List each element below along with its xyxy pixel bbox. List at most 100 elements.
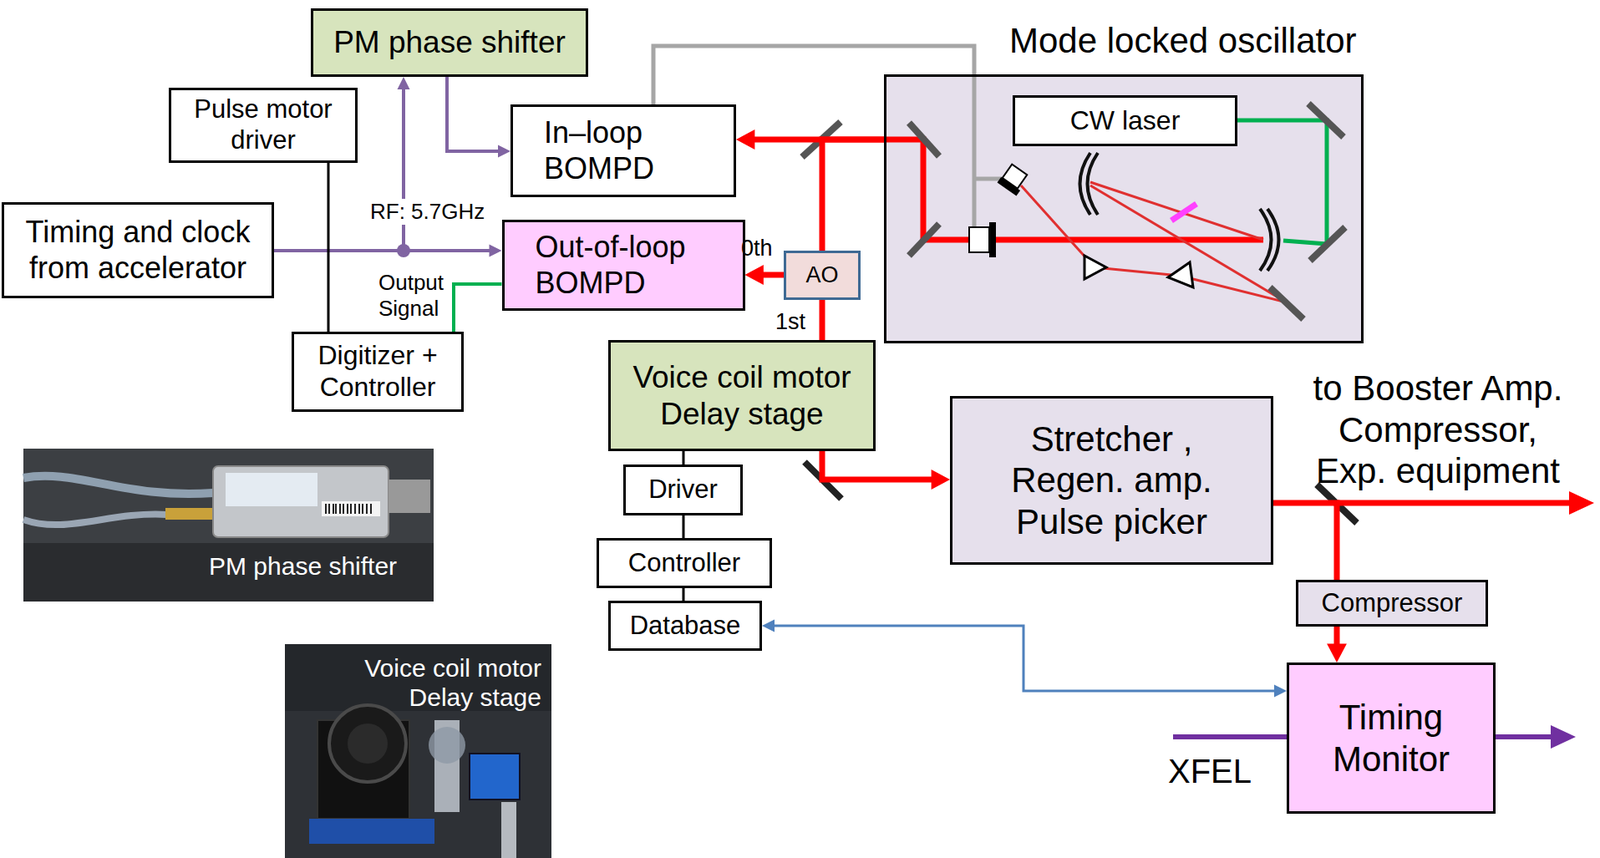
arrow-head xyxy=(931,469,950,490)
node-label: Digitizer + Controller xyxy=(302,340,453,404)
signal-label: RF: 5.7GHz xyxy=(367,198,488,225)
pump-beam xyxy=(1237,120,1327,244)
destination-label: to Booster Amp. Compressor, Exp. equipme… xyxy=(1305,367,1571,493)
connector-line xyxy=(682,451,686,465)
curved-mirror xyxy=(1080,152,1280,271)
compressor-box: Compressor xyxy=(1295,579,1489,627)
driver-box: Pulse motor driver xyxy=(168,87,358,163)
controller-box: Digitizer + Controller xyxy=(291,331,464,412)
photo-delay-stage xyxy=(501,802,517,858)
connector xyxy=(822,299,823,341)
curved-mirror xyxy=(1087,152,1099,215)
output-beam xyxy=(1336,491,1595,515)
output-beam xyxy=(1336,500,1573,507)
node-label: In–loop BOMPD xyxy=(543,115,678,187)
photo-delay-stage xyxy=(329,705,407,783)
mirror xyxy=(909,122,940,157)
prism xyxy=(1168,262,1194,288)
photo-phase-shifter xyxy=(23,448,434,602)
cavity-beam xyxy=(1090,182,1264,240)
node-label: AO xyxy=(805,262,839,290)
connector xyxy=(822,451,950,490)
node-label: Compressor xyxy=(1321,588,1463,620)
connector-line xyxy=(327,162,331,332)
arrow-head xyxy=(489,244,503,258)
photo-caption: PM phase shifter xyxy=(208,551,397,581)
output-coupler xyxy=(989,222,996,258)
photo-caption: Voice coil motor Delay stage xyxy=(332,653,542,713)
connector xyxy=(683,515,685,539)
connector-line xyxy=(446,76,501,152)
connector-line xyxy=(819,299,826,341)
photo-delay-stage xyxy=(284,644,552,858)
connector-line xyxy=(822,451,935,480)
arrow-head xyxy=(1274,685,1287,698)
connector-line xyxy=(682,588,686,601)
database-box: Database xyxy=(608,600,762,651)
oscillator-housing: Mode locked oscillatorCW laser xyxy=(883,74,1364,344)
photo-delay-stage xyxy=(347,723,388,764)
photo-phase-shifter xyxy=(23,514,168,525)
arrow-head xyxy=(745,264,764,285)
xfel-beam xyxy=(1550,725,1576,749)
laser-crystal xyxy=(1171,203,1197,221)
device-box: PM phase shifter xyxy=(310,8,589,77)
mirror xyxy=(1310,227,1346,261)
photo-phase-shifter xyxy=(225,472,318,507)
beam-label: XFEL xyxy=(1168,751,1252,792)
detector-box: Out-of-loop BOMPD xyxy=(502,219,746,311)
mirror xyxy=(1269,287,1304,320)
node-label: Voice coil motor Delay stage xyxy=(620,359,864,432)
delay-stage-box: Voice coil motor Delay stage xyxy=(608,340,876,452)
node-label: Pulse motor driver xyxy=(179,94,347,156)
node-label: Driver xyxy=(648,474,718,506)
connector xyxy=(683,451,685,465)
xfel-beam xyxy=(1495,734,1555,740)
photo-delay-stage xyxy=(284,644,552,858)
oscillator-ground xyxy=(883,74,1364,344)
arrow-head xyxy=(736,129,755,150)
node-label: Out-of-loop BOMPD xyxy=(535,229,707,301)
cavity-beam xyxy=(1094,267,1180,276)
driver-box: Driver xyxy=(623,464,743,516)
connector xyxy=(453,284,503,332)
connector-line xyxy=(1273,502,1337,580)
edge-label: 0th xyxy=(741,235,773,263)
connector-line xyxy=(772,625,1277,691)
group-heading: Mode locked oscillator xyxy=(1009,20,1357,62)
output-coupler xyxy=(969,227,990,253)
connector xyxy=(761,619,1287,698)
mirror xyxy=(909,223,940,256)
photo-phase-shifter xyxy=(23,543,434,602)
arrow-head xyxy=(761,619,775,633)
cavity-beam xyxy=(1090,185,1287,303)
signal-label: Output Signal xyxy=(378,269,449,321)
photo-phase-shifter xyxy=(388,479,431,514)
connector xyxy=(822,139,884,251)
output-coupler xyxy=(969,222,996,258)
control-wire xyxy=(974,177,1003,182)
photo-delay-stage xyxy=(309,818,435,844)
arrow-head xyxy=(397,76,411,90)
connector-line xyxy=(822,139,884,251)
laser-box: CW laser xyxy=(1012,95,1238,147)
amplifier-box: Stretcher , Regen. amp. Pulse picker xyxy=(949,396,1274,565)
piezo-mount xyxy=(997,177,1021,197)
piezo-mount xyxy=(997,163,1031,197)
connector xyxy=(683,588,685,601)
photo-phase-shifter xyxy=(321,501,381,517)
photo-phase-shifter xyxy=(325,503,371,514)
node-label: Database xyxy=(629,610,742,642)
detector-box: In–loop BOMPD xyxy=(510,104,737,198)
photo-delay-stage xyxy=(469,753,520,800)
xfel-beam xyxy=(1173,734,1287,740)
connector xyxy=(446,76,511,158)
monitor-box: Timing Monitor xyxy=(1286,662,1496,814)
prism xyxy=(1084,255,1194,288)
control-wire xyxy=(974,74,1003,228)
node-label: PM phase shifter xyxy=(333,24,566,61)
connector xyxy=(328,162,330,332)
node-label: Stretcher , Regen. amp. Pulse picker xyxy=(978,418,1246,544)
curved-mirror xyxy=(1259,208,1272,271)
pump-beam xyxy=(1237,120,1327,244)
